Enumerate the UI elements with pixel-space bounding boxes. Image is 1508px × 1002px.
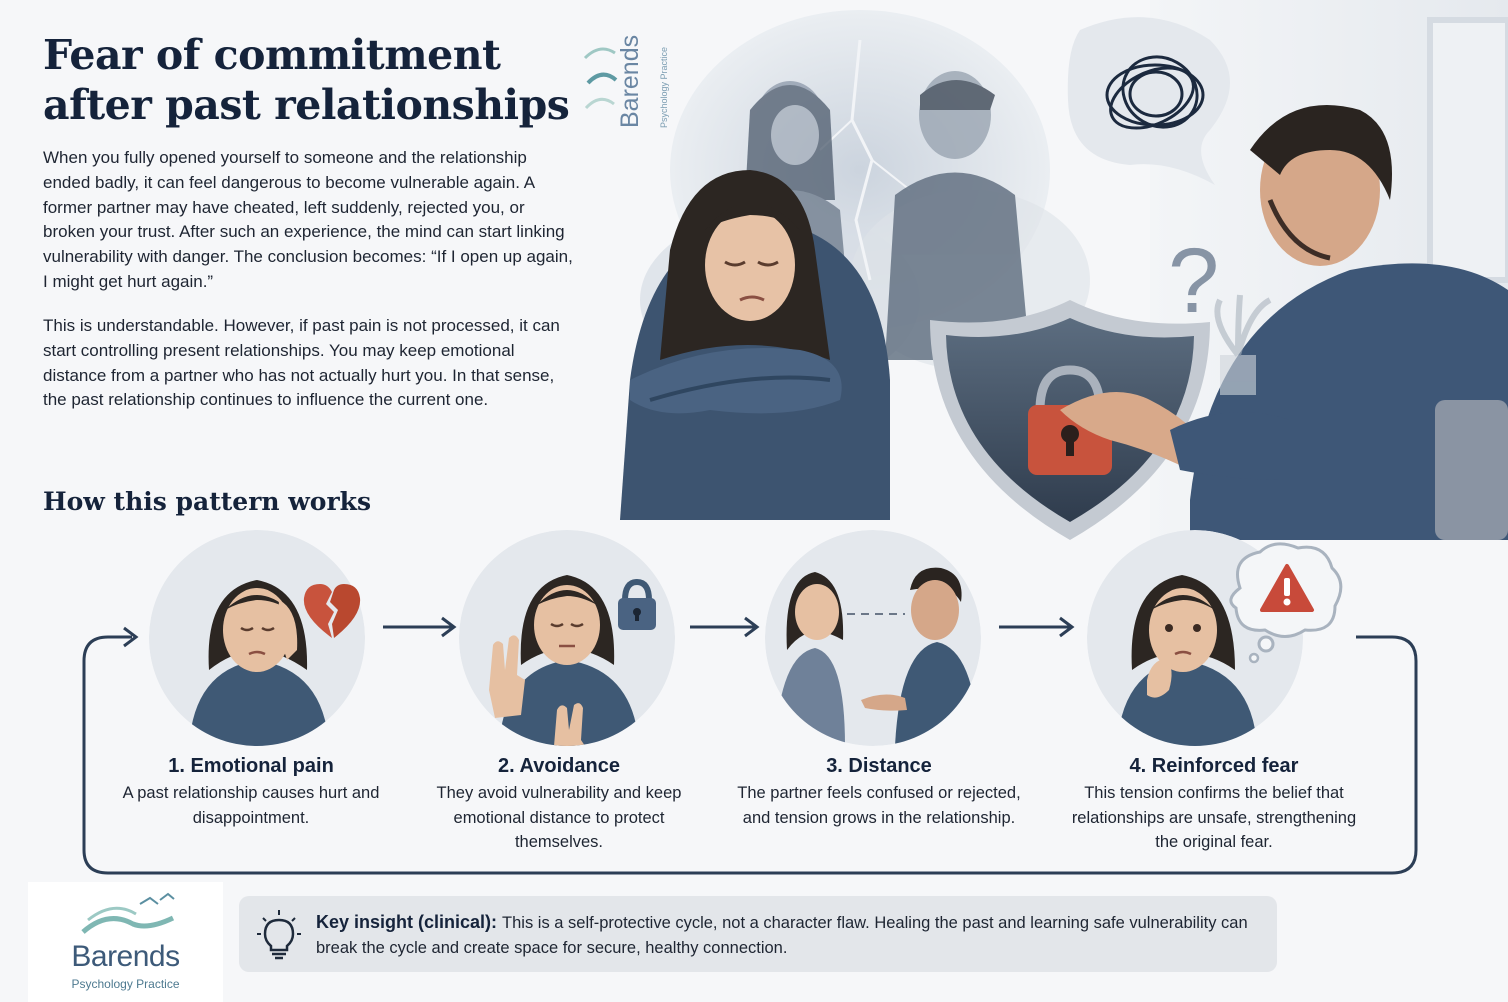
warning-icon — [1260, 564, 1314, 612]
raised-hand-left — [489, 635, 525, 718]
lightbulb-icon — [257, 910, 301, 960]
step-3-desc: The partner feels confused or rejected, … — [737, 784, 1021, 827]
step-3-illustration — [765, 530, 981, 746]
cycle-loop-arrowhead — [123, 626, 139, 648]
brand-logo-box: Barends Psychology Practice — [28, 882, 223, 1002]
intro-paragraph-2: This is understandable. However, if past… — [43, 316, 560, 410]
key-insight-body: This is a self-protective cycle, not a c… — [316, 914, 1248, 957]
page-title-line-1: Fear of commitment — [43, 31, 501, 79]
key-insight-panel: Key insight (clinical): This is a self-p… — [239, 896, 1277, 972]
brand-vertical-subtitle: Psychology Practice — [654, 47, 672, 128]
sitting-woman-hero — [620, 170, 890, 520]
brand-logo-waves-icon — [81, 892, 175, 934]
brand-vertical-name: Barends — [616, 35, 645, 128]
hero-illustration: ? — [590, 0, 1508, 540]
section-title: How this pattern works — [43, 487, 372, 516]
brand-waves-icon — [583, 47, 618, 110]
step-4-desc: This tension confirms the belief that re… — [1071, 784, 1357, 851]
brand-logo-name: Barends — [71, 940, 180, 973]
step-1-illustration — [149, 530, 365, 746]
brand-mark-top: Barends Psychology Practice — [580, 28, 675, 133]
step-arrow-3 — [999, 616, 1075, 638]
past-partner-man — [885, 71, 1030, 360]
scribble-thought-icon — [1067, 17, 1230, 186]
page-title-line-2: after past relationships — [43, 81, 570, 129]
shield-icon — [930, 300, 1210, 540]
step-3-title: 3. Distance — [826, 755, 932, 777]
intro-paragraph-1: When you fully opened yourself to someon… — [43, 148, 573, 291]
present-partner-man — [1060, 105, 1508, 540]
step-2-title: 2. Avoidance — [498, 755, 620, 777]
brand-logo-subtitle: Psychology Practice — [71, 977, 180, 991]
chair — [1435, 400, 1508, 540]
page-title: Fear of commitment after past relationsh… — [43, 30, 603, 130]
padlock-icon — [618, 578, 656, 630]
step-1-desc: A past relationship causes hurt and disa… — [122, 784, 380, 827]
step-2-illustration — [459, 530, 675, 746]
brand-vertical-subtitle-text: Psychology Practice — [659, 46, 669, 128]
plant-decor — [1214, 294, 1272, 395]
step-arrow-2 — [690, 616, 760, 638]
step-2-desc: They avoid vulnerability and keep emotio… — [436, 784, 682, 851]
question-mark-icon: ? — [1168, 230, 1219, 332]
warning-thought-bubble — [1229, 542, 1343, 664]
step-1-title: 1. Emotional pain — [168, 755, 334, 777]
key-insight-label: Key insight (clinical): — [316, 912, 503, 932]
key-insight-text: Key insight (clinical): This is a self-p… — [316, 910, 1266, 960]
brand-vertical-name-text: Barends — [616, 34, 644, 128]
raised-hand-right — [554, 703, 585, 746]
broken-heart-icon — [303, 584, 361, 638]
step-arrow-1 — [383, 616, 457, 638]
step-4-title: 4. Reinforced fear — [1129, 755, 1299, 777]
